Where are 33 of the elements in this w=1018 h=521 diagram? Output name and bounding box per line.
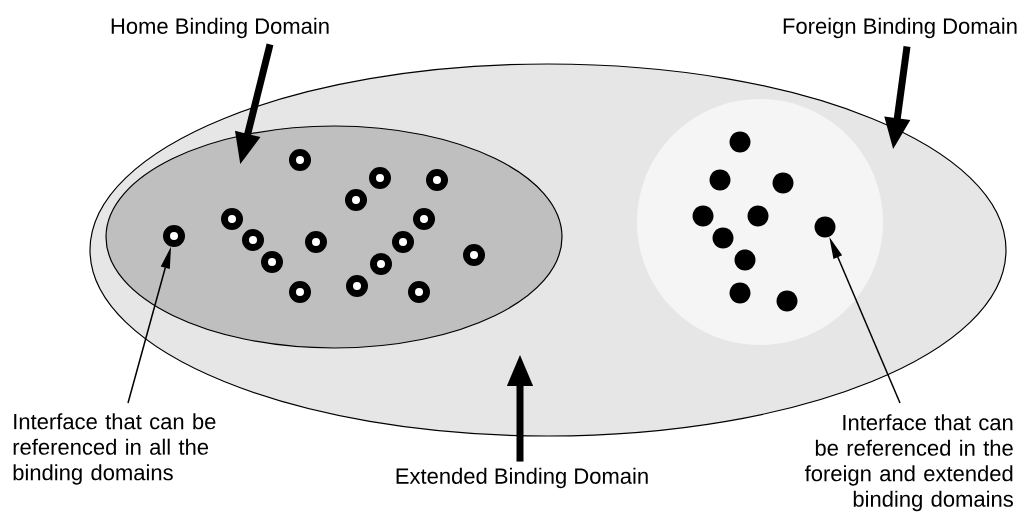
dot [776,290,798,312]
annotation-text: Interface that can be referenced in all the binding domains [13,413,216,485]
dot [712,227,734,249]
ring-dot [305,231,327,253]
ring-dot [289,149,311,171]
inner-circle [637,99,883,345]
annotation-text: Interface that can be referenced in the foreign and extended binding domains [804,414,1013,512]
ring-dot [370,253,392,275]
ring-dot [426,169,448,191]
domain-label: Extended Binding Domain [396,467,648,489]
dot [729,131,751,153]
domain-label: Foreign Binding Domain [783,17,1017,39]
ring-dot [345,189,367,211]
ring-dot [163,225,185,247]
ring-dot [261,251,283,273]
dot [772,172,794,194]
ring-dot [289,281,311,303]
ring-dot [392,231,414,253]
ring-dot [463,244,485,266]
ring-dot [369,167,391,189]
dot [692,205,714,227]
dot [814,216,836,238]
ring-dot [408,281,430,303]
ring-dot [221,208,243,230]
dot [729,282,751,304]
ring-dot [242,229,264,251]
dot [747,205,769,227]
dot [734,249,756,271]
ring-dot [346,275,368,297]
ring-dot [413,208,435,230]
inner-ellipse [105,125,563,349]
domain-label: Home Binding Domain [111,17,329,39]
dot [709,169,731,191]
